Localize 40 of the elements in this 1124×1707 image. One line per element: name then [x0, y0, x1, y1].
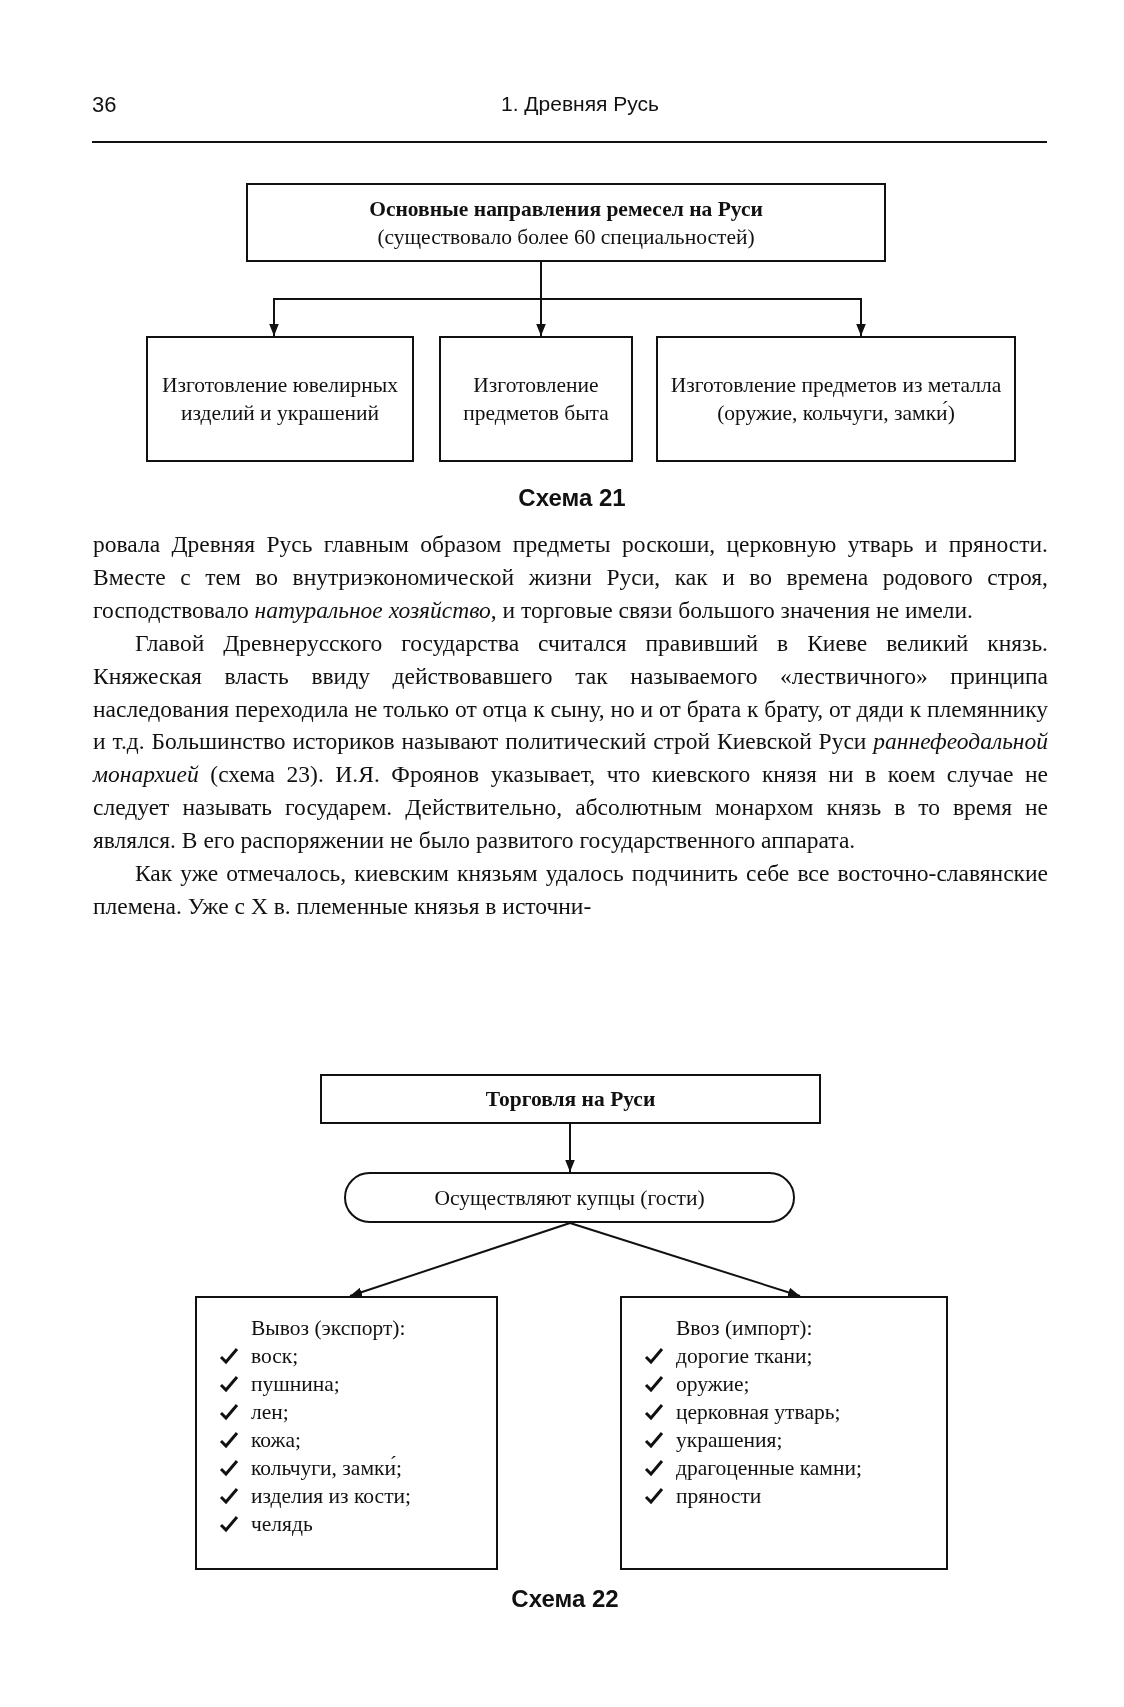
list-item: изделия из кости;	[251, 1483, 412, 1510]
list-item: челядь	[251, 1511, 313, 1538]
list-item: дорогие ткани;	[676, 1343, 813, 1370]
process-box	[146, 336, 414, 462]
running-header: 1. Древняя Русь	[500, 92, 660, 116]
box-text: Изготовление предметов быта	[462, 372, 610, 427]
process-box	[656, 336, 1016, 462]
list-item: драгоценные камни;	[676, 1455, 862, 1482]
page-number: 36	[92, 92, 117, 118]
rounded-box	[344, 1172, 795, 1223]
box-text: Изготовление ювелирных изделий и украшений	[161, 372, 399, 427]
list-item: лен;	[251, 1399, 289, 1426]
box-text: Изготовление предметов из металла (оружие, кольчуги, замки́)	[669, 372, 1003, 427]
paragraph: Главой Древнерусского государства считался правивший в Киеве великий князь. Княжеская власть ввиду действовавшего так называемого «лествичного» принципа наследования переходила не только от отца к сыну, но и от брата к брату, от дяди к племяннику и т.д. Большинство историков называют политический строй Киевской Руси раннефеодальной монархией (схема 23). И.Я. Фроянов указывает, что киевского князя ни в коем случае не следует называть государем. Действительно, абсолютным монархом князь в то время не являлся. В его распоряжении не было развитого государственного аппарата.	[93, 628, 1048, 856]
list-item: оружие;	[676, 1371, 750, 1398]
box-heading: Торговля на Руси	[485, 1086, 656, 1113]
list-item: церковная утварь;	[676, 1399, 841, 1426]
list-item: воск;	[251, 1343, 299, 1370]
list-box	[620, 1296, 948, 1570]
list-item: пушнина;	[251, 1371, 340, 1398]
process-box	[246, 183, 886, 262]
arrow	[565, 1123, 575, 1173]
paragraph: Как уже отмечалось, киевским князьям удалось подчинить себе все восточно-славянские племена. Уже с X в. племенные князья в источни-	[93, 859, 1048, 921]
box-heading: Основные направления ремесел на Руси	[369, 195, 763, 223]
list-item: пряности	[676, 1483, 762, 1510]
arrow	[569, 1222, 801, 1297]
process-box	[439, 336, 633, 462]
list-item: украшения;	[676, 1427, 783, 1454]
box-text: Осуществляют купцы (гости)	[434, 1184, 705, 1212]
figure-caption: Схема 22	[510, 1585, 620, 1613]
list-heading: Вывоз (экспорт):	[251, 1315, 406, 1342]
process-box	[320, 1074, 821, 1124]
list-item: кожа;	[251, 1427, 301, 1454]
box-text: (существовало более 60 специальностей)	[377, 223, 755, 251]
list-item: кольчуги, замки́;	[251, 1455, 402, 1482]
paragraph: ровала Древняя Русь главным образом предметы роскоши, церковную утварь и пряности. Вместе с тем во внутриэкономической жизни Руси, как и во времена родового строя, господствовало натуральное хозяйство, и торговые связи большого значения не имели.	[93, 530, 1048, 625]
figure-caption: Схема 21	[517, 484, 627, 512]
list-box	[195, 1296, 498, 1570]
list-heading: Ввоз (импорт):	[676, 1315, 813, 1342]
arrow	[349, 1222, 571, 1297]
